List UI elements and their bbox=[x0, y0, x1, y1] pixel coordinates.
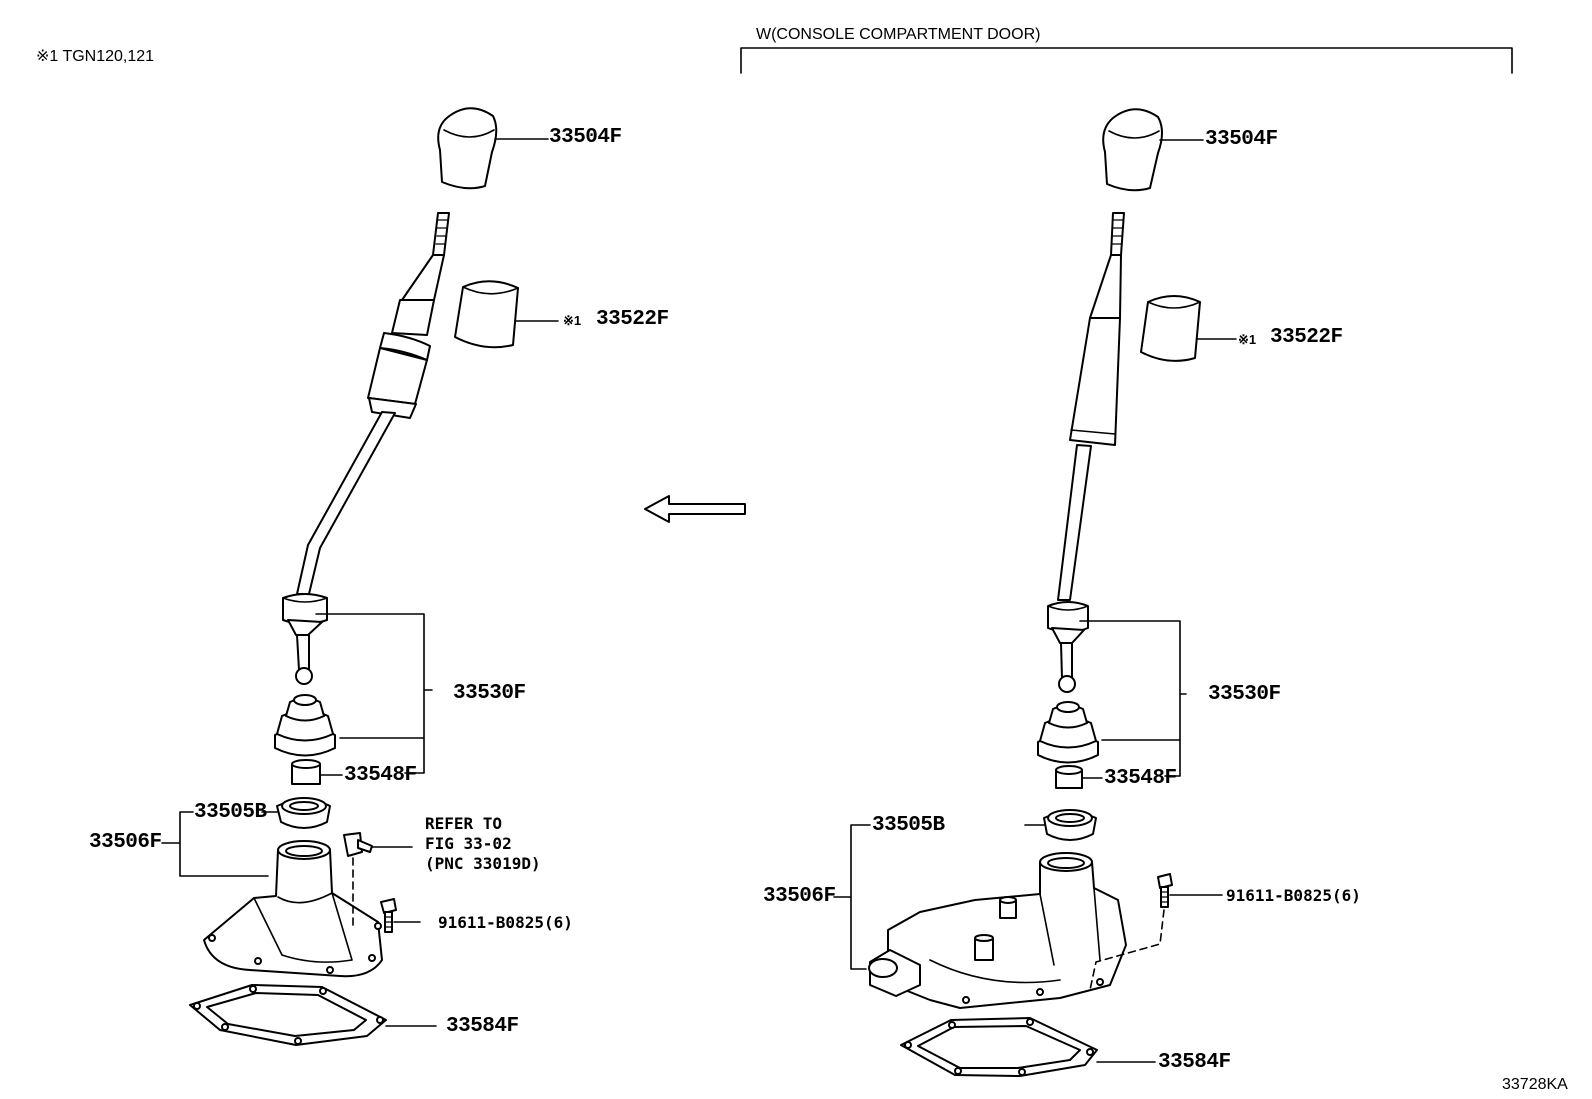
left-retainer bbox=[203, 840, 383, 978]
right-dust-boot bbox=[1037, 701, 1099, 764]
right-bushing-part-number: 33548F bbox=[1104, 767, 1177, 790]
left-breather bbox=[343, 832, 373, 857]
left-gasket bbox=[189, 984, 387, 1046]
left-reference-line-1: REFER TO bbox=[425, 814, 503, 833]
right-retainer bbox=[868, 852, 1127, 1009]
right-boot-cover bbox=[1140, 295, 1201, 362]
figure-code: 33728KA bbox=[1502, 1076, 1568, 1093]
left-lever-bracket bbox=[315, 613, 433, 774]
left-gasket-part-number: 33584F bbox=[446, 1015, 519, 1038]
right-bolt bbox=[1157, 873, 1173, 908]
left-shift-lever bbox=[282, 212, 450, 685]
left-bolt-part-number: 91611-B0825(6) bbox=[438, 913, 573, 932]
right-boot-cover-prefix: ※1 bbox=[1238, 332, 1257, 347]
right-retainer-bracket bbox=[833, 824, 1046, 970]
right-retainer-part-number: 33506F bbox=[763, 885, 836, 908]
header-note: ※1 TGN120,121 bbox=[36, 48, 155, 65]
right-lever-bracket bbox=[1079, 620, 1187, 777]
right-bushing bbox=[1055, 765, 1083, 789]
left-retainer-bracket bbox=[161, 811, 279, 877]
left-lever-part-number: 33530F bbox=[453, 682, 526, 705]
left-seat-part-number: 33505B bbox=[194, 801, 267, 824]
left-bolt bbox=[380, 898, 397, 933]
left-reference-line-3: (PNC 33019D) bbox=[425, 854, 541, 873]
right-shift-lever bbox=[1047, 212, 1125, 693]
right-bolt-part-number: 91611-B0825(6) bbox=[1226, 886, 1361, 905]
left-boot-cover-prefix: ※1 bbox=[563, 313, 582, 328]
variant-label: W(CONSOLE COMPARTMENT DOOR) bbox=[756, 26, 1041, 43]
right-bolt-dash bbox=[1089, 909, 1165, 991]
left-seat bbox=[276, 797, 331, 829]
left-bushing-part-number: 33548F bbox=[344, 764, 417, 787]
right-knob bbox=[1102, 108, 1163, 192]
left-boot-cover bbox=[454, 280, 519, 349]
left-knob-part-number: 33504F bbox=[549, 126, 622, 149]
right-seat-part-number: 33505B bbox=[872, 814, 945, 837]
right-lever-part-number: 33530F bbox=[1208, 683, 1281, 706]
left-bushing bbox=[291, 759, 321, 785]
direction-arrow bbox=[644, 495, 746, 523]
left-retainer-part-number: 33506F bbox=[89, 831, 162, 854]
left-boot-cover-part-number: 33522F bbox=[596, 308, 669, 331]
right-seat bbox=[1043, 809, 1097, 841]
right-gasket bbox=[900, 1017, 1098, 1077]
variant-bracket bbox=[740, 47, 1513, 74]
right-knob-part-number: 33504F bbox=[1205, 128, 1278, 151]
right-gasket-part-number: 33584F bbox=[1158, 1051, 1231, 1074]
right-boot-cover-part-number: 33522F bbox=[1270, 326, 1343, 349]
left-knob bbox=[437, 107, 498, 190]
left-dust-boot bbox=[274, 694, 336, 757]
left-reference-line-2: FIG 33-02 bbox=[425, 834, 512, 853]
